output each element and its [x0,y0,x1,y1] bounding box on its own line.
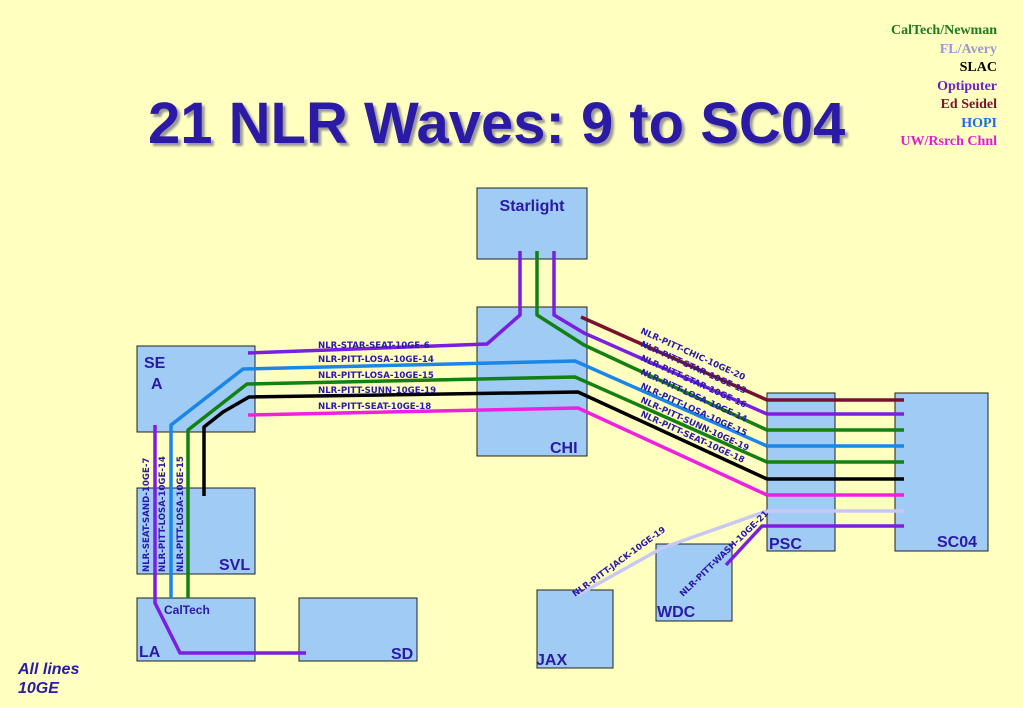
node-sc04 [894,392,989,552]
legend-item-hopi: HOPI [961,115,997,131]
node-label-sea-2: A [151,376,163,393]
link-label-pitt-losa-14: NLR-PITT-LOSA-10GE-14 [318,355,434,365]
node-label-la: LA [139,644,161,661]
link-label-vert-losa-15: NLR-PITT-LOSA-10GE-15 [176,456,186,572]
node-label-sc04: SC04 [937,534,977,551]
node-starlight [476,187,588,260]
wave-chic-maroon [580,315,768,402]
node-label-svl: SVL [219,557,250,574]
wave-star-seat-purple [247,251,522,355]
legend-item-caltech: CalTech/Newman [890,23,997,38]
node-label-sd: SD [391,646,413,663]
wave-starlight-chi-green [535,251,768,432]
wave-starlight-chi-purple [552,251,768,416]
legend-item-slac: SLAC [959,60,997,75]
node-label-chi: CHI [550,440,578,457]
link-label-pitt-jack-19: NLR-PITT-JACK-10GE-19 [571,525,668,599]
node-label-starlight: Starlight [500,198,566,215]
node-sea [136,345,256,433]
node-chi [476,306,588,457]
node-wdc [655,543,733,622]
wave-seat-sand-purple [153,425,306,655]
node-label-sea-1: SE [144,355,166,372]
node-sd [298,597,418,662]
node-label-wdc: WDC [657,604,696,621]
link-label-seat-sand-7: NLR-SEAT-SAND-10GE-7 [142,458,152,572]
footnote: All lines 10GE [18,660,79,698]
link-label-star-seat-6: NLR-STAR-SEAT-10GE-6 [318,341,430,351]
wave-seat-18-magenta [247,406,768,497]
wave-losa-14-blue [169,359,768,598]
page-title: 21 NLR Waves: 9 to SC04 [148,91,846,156]
wave-losa-15-green [186,375,768,598]
wave-jack-lavender [577,509,768,597]
link-label-pitt-sunn-19: NLR-PITT-SUNN-10GE-19 [318,386,436,396]
institution-legend: CalTech/Newman FL/Avery SLAC Optiputer E… [891,22,997,152]
wave-sunn-black [202,390,768,496]
legend-item-optiputer: Optiputer [937,78,997,94]
node-label-caltech: CalTech [164,603,210,617]
node-jax [536,589,614,669]
legend-item-fl-avery: FL/Avery [939,41,997,57]
node-label-psc: PSC [769,536,802,553]
link-label-pitt-losa-15: NLR-PITT-LOSA-10GE-15 [318,371,434,381]
legend-item-uw-rsrch: UW/Rsrch Chnl [900,134,997,149]
wave-wash-purple [724,524,767,567]
legend-item-ed-seidel: Ed Seidel [940,97,997,112]
link-label-vert-losa-14: NLR-PITT-LOSA-10GE-14 [158,456,168,572]
footnote-line-1: All lines [18,661,80,678]
link-label-pitt-seat-18: NLR-PITT-SEAT-10GE-18 [318,402,431,412]
node-label-jax: JAX [536,652,567,669]
footnote-line-2: 10GE [18,680,59,697]
